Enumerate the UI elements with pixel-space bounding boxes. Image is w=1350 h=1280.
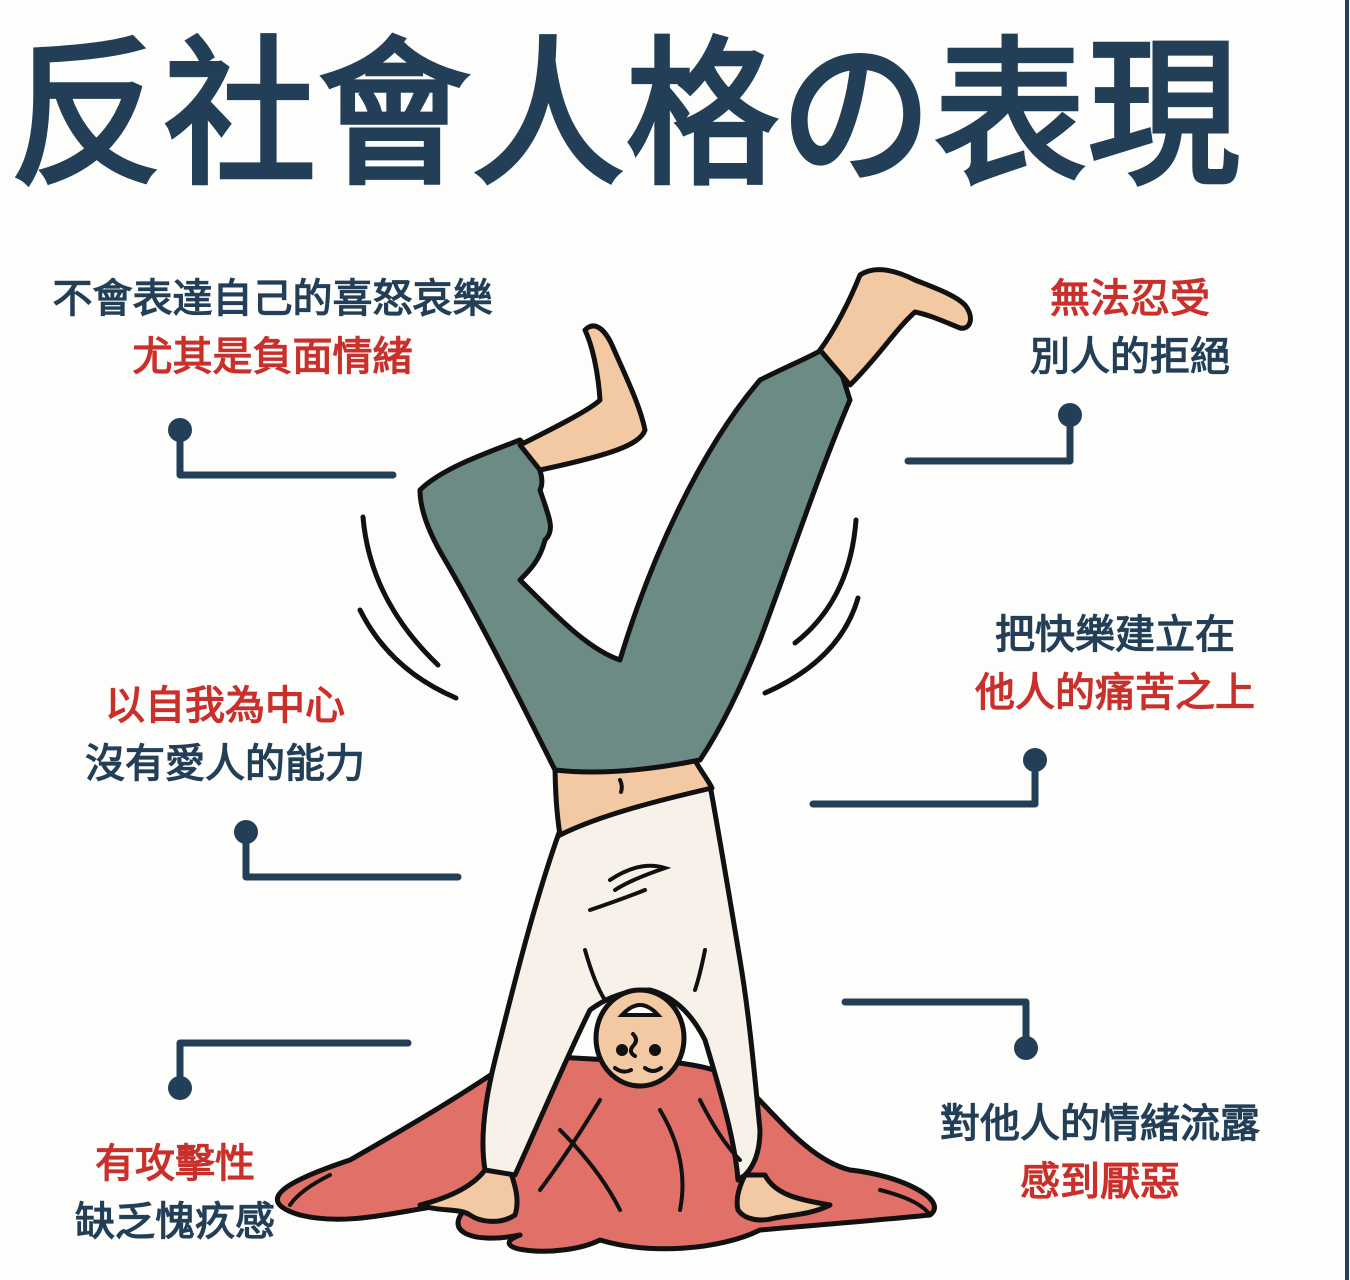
- connector-bottom-right: [841, 998, 1030, 1052]
- motion-lines: [357, 514, 861, 701]
- callout-line: 別人的拒絕: [1030, 333, 1230, 380]
- left-foot: [517, 323, 648, 473]
- connector-top-left: [176, 426, 397, 479]
- callout-line-highlight: 他人的痛苦之上: [975, 669, 1255, 716]
- shirt: [480, 782, 763, 1183]
- callout-bottom-left: 有攻擊性 缺乏愧疚感: [50, 1135, 300, 1251]
- callout-line: 把快樂建立在: [995, 611, 1235, 658]
- callout-line: 對他人的情緒流露: [940, 1100, 1260, 1147]
- callout-line-highlight: 感到厭惡: [1020, 1158, 1180, 1205]
- connector-middle-left: [242, 828, 462, 881]
- right-foot: [817, 267, 973, 388]
- callout-line: 不會表達自己的喜怒哀樂: [52, 275, 493, 322]
- connector-bottom-left: [176, 1039, 412, 1092]
- hair-strands: [288, 1098, 932, 1217]
- callout-line-highlight: 無法忍受: [1050, 275, 1210, 322]
- shirt-folds: [583, 863, 707, 1002]
- callout-line: 沒有愛人的能力: [85, 740, 365, 787]
- face-details: [613, 1003, 663, 1074]
- callout-top-left: 不會表達自己的喜怒哀樂 尤其是負面情緒: [10, 270, 535, 386]
- callout-bottom-right: 對他人的情緒流露 感到厭惡: [905, 1095, 1295, 1211]
- callout-middle-right: 把快樂建立在 他人的痛苦之上: [945, 606, 1285, 722]
- callout-top-right: 無法忍受 別人的拒絕: [1000, 270, 1260, 386]
- page-title: 反社會人格の表現: [10, 20, 1242, 208]
- connector-top-right: [904, 411, 1074, 465]
- callout-line-highlight: 尤其是負面情緒: [132, 333, 413, 380]
- right-border-line: [1345, 0, 1349, 1280]
- callout-middle-left: 以自我為中心 沒有愛人的能力: [50, 677, 400, 793]
- connector-middle-right: [809, 756, 1039, 808]
- pants: [417, 342, 853, 775]
- callout-line-highlight: 有攻擊性: [95, 1140, 255, 1187]
- callout-line-highlight: 以自我為中心: [105, 682, 345, 729]
- belly: [552, 749, 715, 838]
- callout-line: 缺乏愧疚感: [75, 1198, 275, 1245]
- right-hand: [734, 1172, 833, 1223]
- hair: [274, 1052, 937, 1254]
- navel: [618, 778, 624, 794]
- left-hand: [417, 1167, 520, 1224]
- face: [593, 987, 687, 1089]
